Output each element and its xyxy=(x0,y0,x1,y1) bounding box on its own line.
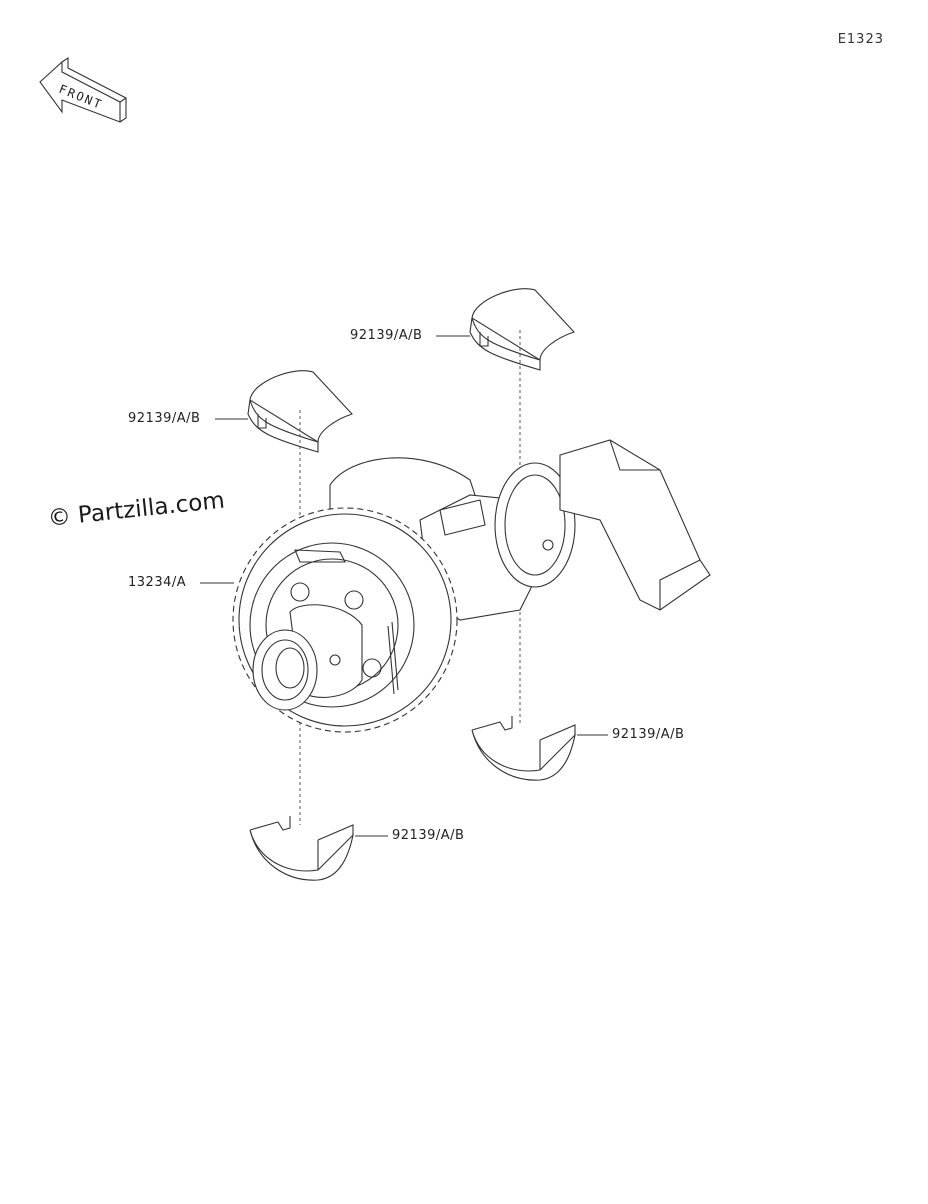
callout-gear[interactable]: 13234/A xyxy=(128,575,187,590)
callout-bearing-bottom-left[interactable]: 92139/A/B xyxy=(392,828,465,843)
bearing-shell-bottom-left[interactable] xyxy=(249,816,354,881)
callout-bearing-top-left[interactable]: 92139/A/B xyxy=(128,411,201,426)
gear-hub xyxy=(252,604,363,711)
callout-bearing-bottom-right[interactable]: 92139/A/B xyxy=(612,727,685,742)
diagram-code: E1323 xyxy=(837,32,884,47)
bearing-shell-bottom-right[interactable] xyxy=(471,716,576,781)
callout-bearing-top-right[interactable]: 92139/A/B xyxy=(350,328,423,343)
front-arrow-icon: FRONT xyxy=(39,56,127,123)
bearing-shell-top-left[interactable] xyxy=(247,370,353,453)
bearing-shell-top-right[interactable] xyxy=(469,288,575,371)
